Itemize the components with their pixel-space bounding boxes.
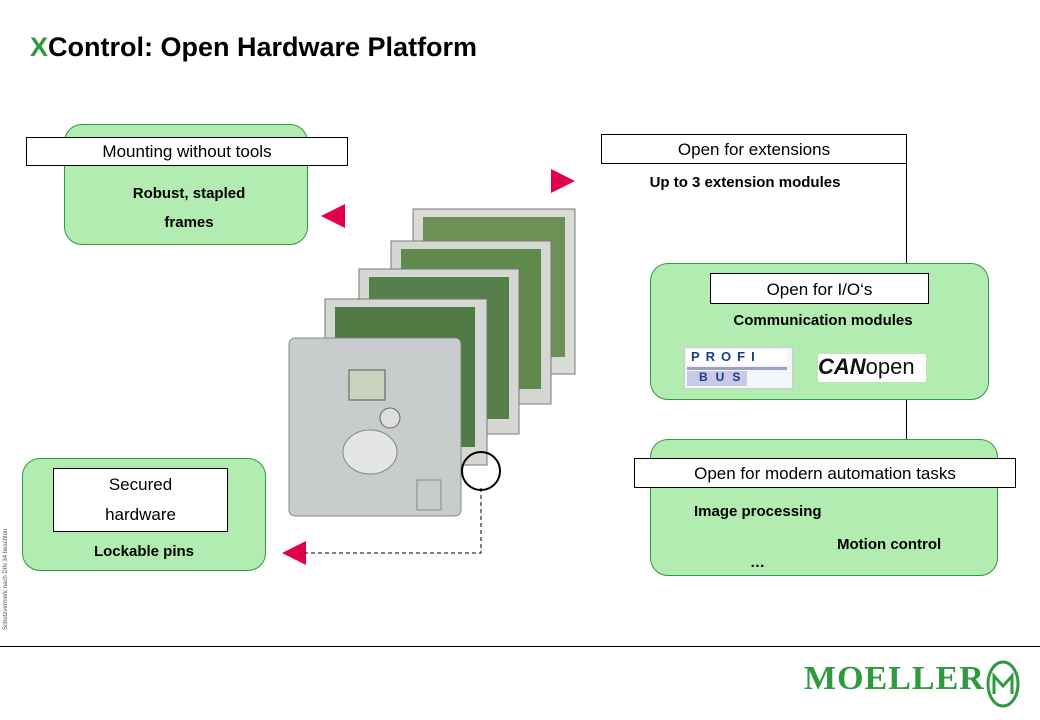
extensions-label: Open for extensions xyxy=(601,134,907,164)
left-arrow-icon-mounting xyxy=(321,204,345,228)
profibus-logo-graphic xyxy=(687,350,787,386)
secured-label: Secured hardware xyxy=(53,468,228,532)
secured-label-line1: Secured xyxy=(108,475,173,494)
moeller-logo: MOELLER xyxy=(804,660,985,697)
canopen-logo: CANopen xyxy=(818,354,926,382)
right-arrow-icon-extensions xyxy=(551,169,575,193)
footer-divider xyxy=(0,646,1040,647)
automation-label: Open for modern automation tasks xyxy=(634,458,1016,488)
device-illustration xyxy=(288,208,576,517)
extensions-text: Up to 3 extension modules xyxy=(649,174,841,191)
extensions-connector-line xyxy=(906,134,907,264)
dashed-connector xyxy=(300,488,482,554)
profibus-bottom: BUS xyxy=(699,370,749,384)
left-arrow-icon-secured xyxy=(282,541,306,565)
profibus-top: PROFI xyxy=(691,349,761,364)
controller-front xyxy=(288,337,462,517)
canopen-light: open xyxy=(865,354,915,379)
secured-label-line2: hardware xyxy=(105,505,176,524)
moeller-emblem-icon xyxy=(986,660,1020,708)
mounting-text-line1: Robust, stapled xyxy=(132,185,246,202)
mounting-label: Mounting without tools xyxy=(26,137,348,166)
side-note: Schutzvermerk nach DIN 34 beachten xyxy=(3,528,9,630)
title-rest: Control: Open Hardware Platform xyxy=(48,32,478,62)
lock-highlight-circle xyxy=(461,451,501,491)
io-connector-line xyxy=(906,400,907,440)
profibus-logo: PROFI BUS xyxy=(684,347,793,389)
title-accent: X xyxy=(30,32,49,62)
mounting-text-line2: frames xyxy=(164,214,214,231)
canopen-bold: CAN xyxy=(818,354,866,379)
automation-item-image: Image processing xyxy=(694,503,822,520)
page-title: XControl: Open Hardware Platform xyxy=(30,32,477,63)
automation-item-motion: Motion control xyxy=(837,536,942,553)
io-text: Communication modules xyxy=(733,312,913,329)
automation-item-more: … xyxy=(750,554,765,571)
secured-text: Lockable pins xyxy=(93,543,195,560)
io-label: Open for I/O‘s xyxy=(710,273,929,304)
